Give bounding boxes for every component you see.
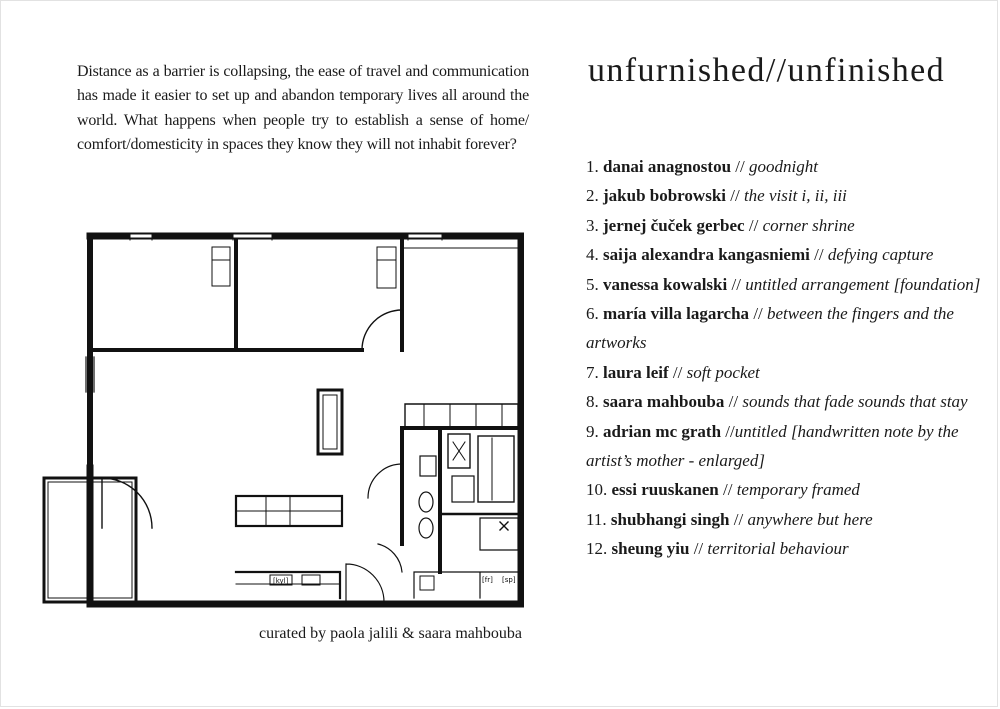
artwork-number: 12. (586, 539, 608, 559)
exhibition-title: unfurnished//unfinished (588, 52, 946, 89)
artist-name: saara mahbouba (603, 392, 725, 412)
artwork-title: the visit i, ii, iii (743, 186, 847, 206)
artist-name: laura leif (603, 362, 669, 382)
oven-label: [sp] (502, 576, 516, 584)
curator-credit: curated by paola jalili & saara mahbouba (258, 625, 522, 642)
artist-name: sheung yiu (611, 539, 690, 559)
balcony-door (101, 477, 153, 529)
artist-name: jakub bobrowski (603, 186, 726, 206)
artwork-title: untitled [handwritten note by the artist… (586, 421, 959, 471)
artist-name: shubhangi singh (610, 509, 730, 529)
separator: // (729, 509, 748, 529)
artwork-number: 4. (586, 245, 599, 265)
artwork-title: temporary framed (736, 480, 860, 500)
separator: // (726, 186, 744, 206)
artwork-item: 11. shubhangi singh // anywhere but here (586, 505, 981, 534)
separator: // (668, 362, 687, 382)
artwork-title: between the fingers and the artworks (586, 304, 954, 353)
artwork-item: 9. adrian mc grath //untitled [handwritt… (586, 417, 981, 476)
artwork-title: corner shrine (762, 215, 855, 235)
toilet (418, 491, 434, 513)
artwork-number: 1. (586, 157, 599, 176)
artwork-item: 4. saija alexandra kangasniemi // defyin… (586, 240, 981, 269)
separator: // (721, 421, 735, 441)
artist-name: essi ruuskanen (611, 480, 719, 500)
washing-machine (477, 435, 515, 503)
toilet (418, 517, 434, 539)
artwork-number: 3. (586, 215, 599, 235)
dining-table (316, 388, 344, 456)
artwork-number: 2. (586, 186, 599, 206)
separator: // (689, 539, 708, 559)
artwork-item: 7. laura leif // soft pocket (586, 358, 981, 387)
artwork-item: 2. jakub bobrowski // the visit i, ii, i… (586, 181, 981, 210)
bathroom-wall (400, 426, 523, 574)
separator: // (731, 157, 749, 176)
bedroom-wall (88, 238, 238, 352)
sink (419, 455, 437, 477)
freezer-label: [fr] (482, 576, 493, 584)
entrance-door (377, 543, 403, 573)
artwork-title: untitled arrangement [foundation] (745, 274, 981, 294)
artwork-title: territorial behaviour (707, 539, 849, 559)
bedroom-wall (234, 238, 404, 352)
artwork-item: 8. saara mahbouba // sounds that fade so… (586, 387, 981, 416)
artwork-title: anywhere but here (747, 509, 873, 529)
artwork-title: sounds that fade sounds that stay (742, 392, 968, 412)
artwork-item: 6. maría villa lagarcha // between the f… (586, 299, 981, 358)
bedroom-door (361, 309, 403, 351)
artwork-number: 8. (586, 392, 599, 412)
artist-name: maría villa lagarcha (603, 304, 750, 324)
artist-name: adrian mc grath (603, 421, 722, 441)
shower (447, 433, 471, 469)
artwork-title: soft pocket (686, 362, 760, 382)
artwork-number: 10. (586, 480, 608, 500)
fridge-label: [kyl] (273, 577, 289, 585)
separator: // (749, 304, 768, 324)
separator: // (727, 274, 746, 294)
artwork-number: 11. (586, 509, 607, 529)
artwork-number: 6. (586, 304, 599, 324)
artist-name: saija alexandra kangasniemi (603, 245, 810, 265)
bath-door (367, 463, 403, 499)
entry-storage (413, 571, 522, 599)
artwork-item: 5. vanessa kowalski // untitled arrangem… (586, 270, 981, 299)
artwork-number: 9. (586, 421, 599, 441)
artwork-item: 1. danai anagnostou // goodnight (586, 152, 981, 181)
separator: // (718, 480, 737, 500)
floor-plan: [kyl] [fr] [sp] (42, 232, 524, 608)
artwork-title: goodnight (748, 157, 818, 176)
artist-name: jernej čuček gerbec (603, 215, 745, 235)
kitchen-counter (234, 570, 342, 600)
artwork-number: 5. (586, 274, 599, 294)
outer-wall (86, 232, 524, 608)
separator: // (724, 392, 743, 412)
artwork-item: 3. jernej čuček gerbec // corner shrine (586, 211, 981, 240)
artist-name: vanessa kowalski (603, 274, 728, 294)
artwork-number: 7. (586, 362, 599, 382)
artist-name: danai anagnostou (603, 157, 732, 176)
separator: // (809, 245, 828, 265)
artwork-title: defying capture (827, 245, 934, 265)
artwork-item: 12. sheung yiu // territorial behaviour (586, 534, 981, 563)
artwork-item: 10. essi ruuskanen // temporary framed (586, 475, 981, 504)
separator: // (744, 215, 763, 235)
intro-paragraph: Distance as a barrier is collapsing, the… (77, 63, 529, 153)
